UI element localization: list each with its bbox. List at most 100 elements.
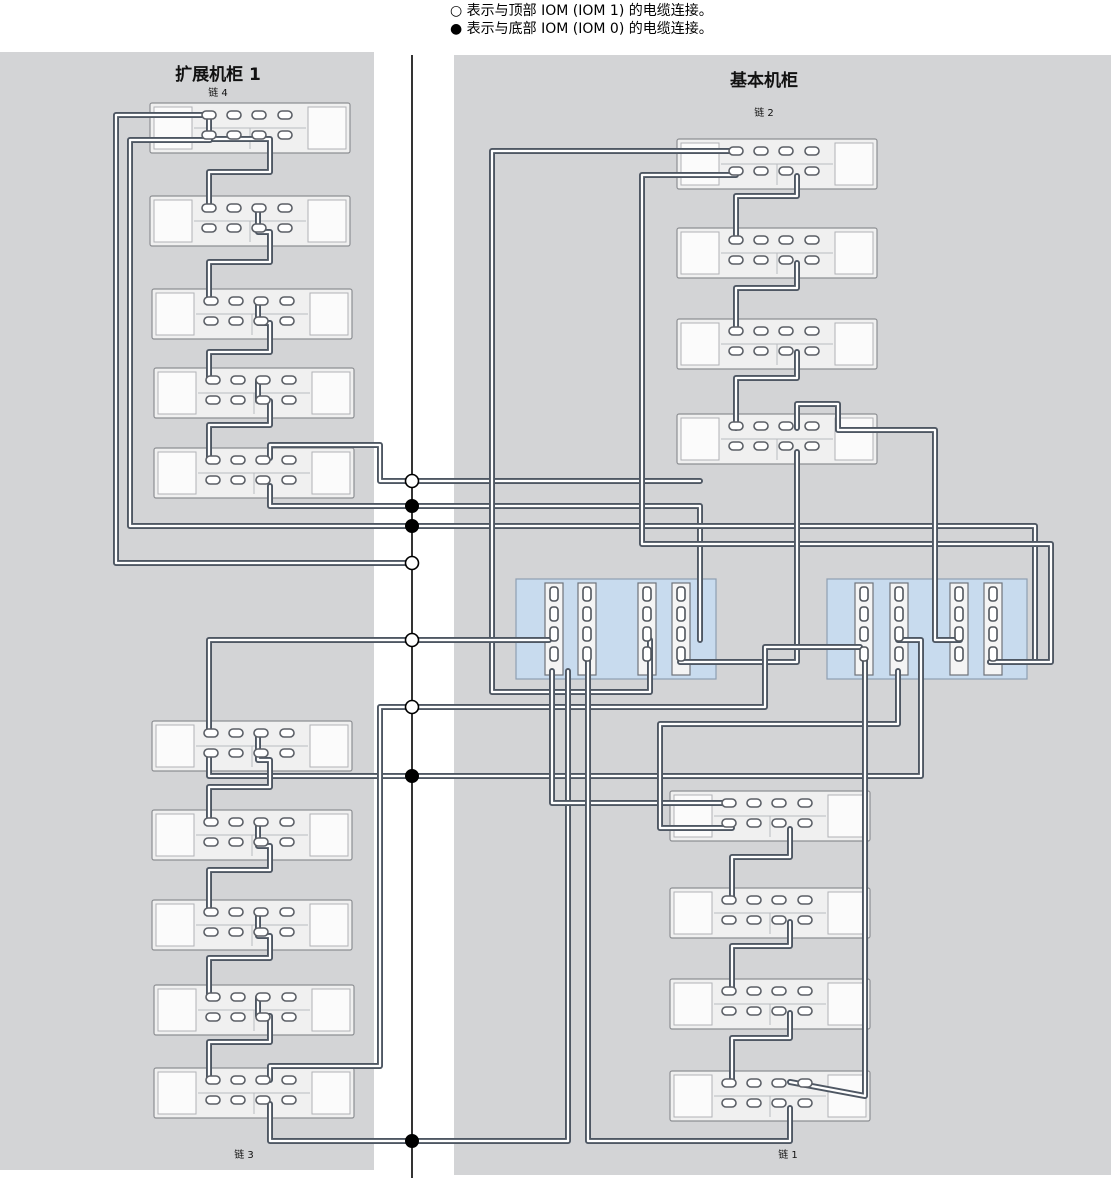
hba-port (582, 586, 592, 602)
legend-filled-circle: ● 表示与底部 IOM (IOM 0) 的电缆连接。 (450, 21, 713, 37)
sas-port (255, 1095, 271, 1105)
sas-port (203, 748, 219, 758)
sas-port (253, 748, 269, 758)
sas-port (277, 110, 293, 120)
sas-port (797, 895, 813, 905)
sas-port (253, 817, 269, 827)
hba-port (642, 626, 652, 642)
hba-port (642, 606, 652, 622)
sas-cable (729, 919, 793, 993)
sas-port (226, 223, 242, 233)
hba-port (676, 626, 686, 642)
sas-port (281, 1095, 297, 1105)
disk-shelf (676, 227, 878, 279)
cable-inner (730, 1011, 792, 1084)
sas-port (226, 110, 242, 120)
hba-port (582, 626, 592, 642)
shelf-right-ear (307, 199, 347, 243)
shelf-right-ear (307, 106, 347, 150)
sas-port (281, 992, 297, 1002)
cable-inner (795, 402, 962, 642)
sas-port (797, 798, 813, 808)
disk-shelf (669, 887, 871, 939)
sas-port (255, 475, 271, 485)
chain-4-label: 链 4 (208, 86, 228, 99)
sas-port (230, 455, 246, 465)
chain-1-label: 链 1 (778, 1148, 798, 1161)
sas-port (228, 817, 244, 827)
cable-inner (730, 920, 792, 992)
sas-port (771, 986, 787, 996)
cable-inner (268, 484, 702, 642)
sas-port (753, 421, 769, 431)
shelf-right-ear (311, 1071, 351, 1115)
sas-port (746, 798, 762, 808)
sas-port (746, 986, 762, 996)
sas-port (228, 316, 244, 326)
sas-port (721, 915, 737, 925)
sas-port (746, 1098, 762, 1108)
sas-port (778, 326, 794, 336)
sas-port (797, 915, 813, 925)
top-iom-marker (404, 473, 420, 489)
hba-port (859, 606, 869, 622)
sas-port (253, 907, 269, 917)
sas-port (753, 235, 769, 245)
hba-port (988, 606, 998, 622)
sas-port (797, 986, 813, 996)
sas-port (721, 798, 737, 808)
sas-port (253, 296, 269, 306)
sas-port (753, 166, 769, 176)
sas-cable (113, 112, 415, 566)
sas-port (228, 296, 244, 306)
hba-port (988, 646, 998, 662)
sas-port (226, 130, 242, 140)
sas-port (753, 146, 769, 156)
cable-inner (114, 113, 414, 565)
sas-port (778, 441, 794, 451)
disk-shelf (151, 720, 353, 772)
sas-port (281, 375, 297, 385)
sas-port (804, 421, 820, 431)
sas-port (797, 1098, 813, 1108)
sas-port (281, 1075, 297, 1085)
sas-port (201, 223, 217, 233)
sas-port (778, 166, 794, 176)
shelf-left-ear (673, 982, 713, 1026)
disk-shelf (153, 984, 355, 1036)
sas-port (253, 837, 269, 847)
sas-port (228, 907, 244, 917)
bottom-iom-marker (405, 519, 419, 533)
shelf-left-ear (155, 724, 195, 768)
sas-port (228, 728, 244, 738)
hba-port (894, 626, 904, 642)
top-iom-marker (404, 699, 420, 715)
sas-cable (585, 657, 793, 1144)
sas-cable (733, 260, 800, 333)
sas-port (778, 346, 794, 356)
disk-shelf (149, 102, 351, 154)
sas-port (205, 1095, 221, 1105)
shelf-right-ear (309, 903, 349, 947)
hba-port (988, 626, 998, 642)
sas-port (203, 817, 219, 827)
hba-port (549, 606, 559, 622)
bottom-iom-marker (405, 769, 419, 783)
sas-port (797, 818, 813, 828)
sas-port (728, 235, 744, 245)
sas-cable (729, 826, 793, 903)
shelf-left-ear (157, 1071, 197, 1115)
cable-inner (586, 658, 792, 1143)
sas-port (255, 395, 271, 405)
shelf-right-ear (834, 417, 874, 461)
cable-inner (550, 669, 734, 805)
disk-shelf (153, 367, 355, 419)
cable-inner (268, 443, 702, 483)
sas-cable (794, 401, 963, 643)
hba-port (988, 586, 998, 602)
sas-port (230, 1095, 246, 1105)
sas-port (746, 1078, 762, 1088)
sas-port (205, 1075, 221, 1085)
sas-port (201, 130, 217, 140)
